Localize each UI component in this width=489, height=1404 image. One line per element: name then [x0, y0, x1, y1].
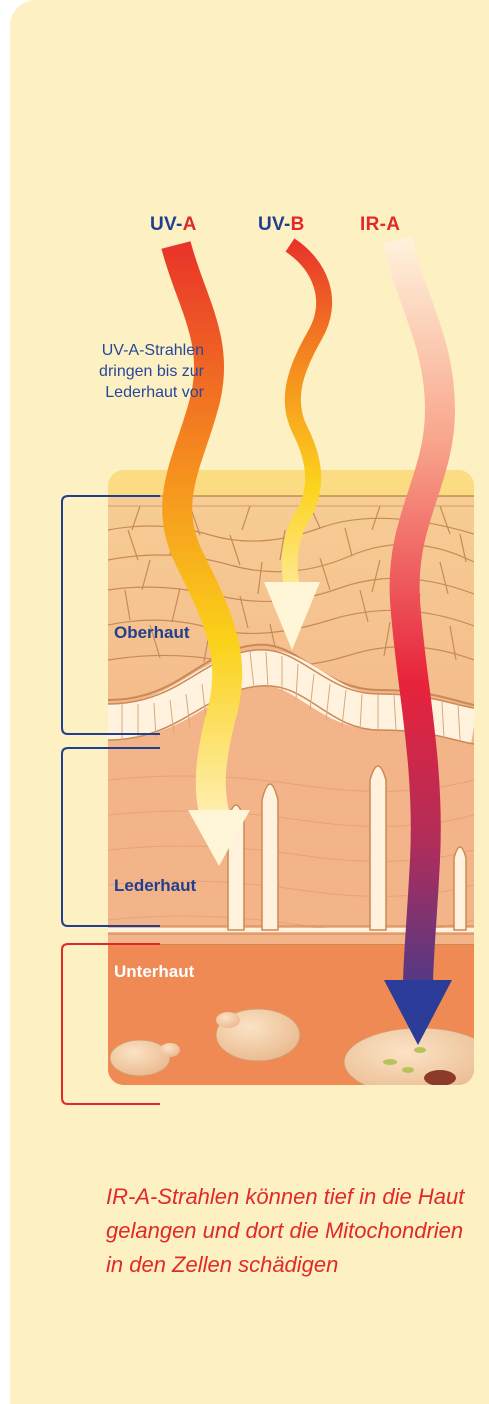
uva-note-line: dringen bis zur	[66, 361, 204, 382]
layer-label-unterhaut: Unterhaut	[114, 962, 194, 982]
uva-prefix: UV-	[150, 214, 183, 235]
uva-suffix: A	[183, 214, 197, 235]
layer-label-oberhaut: Oberhaut	[114, 623, 190, 643]
ira-label: IR-A	[360, 214, 400, 236]
uvb-prefix: UV-	[258, 214, 291, 235]
uva-label: UV-A	[150, 214, 197, 236]
uva-note-line: Lederhaut vor	[66, 382, 204, 403]
uva-note-line: UV-A-Strahlen	[66, 340, 204, 361]
caption: IR-A-Strahlen können tief in die Haut ge…	[106, 1180, 486, 1282]
uva-note: UV-A-Strahlen dringen bis zur Lederhaut …	[66, 340, 204, 403]
uvb-suffix: B	[291, 214, 305, 235]
uvb-label: UV-B	[258, 214, 305, 236]
layer-label-lederhaut: Lederhaut	[114, 876, 196, 896]
